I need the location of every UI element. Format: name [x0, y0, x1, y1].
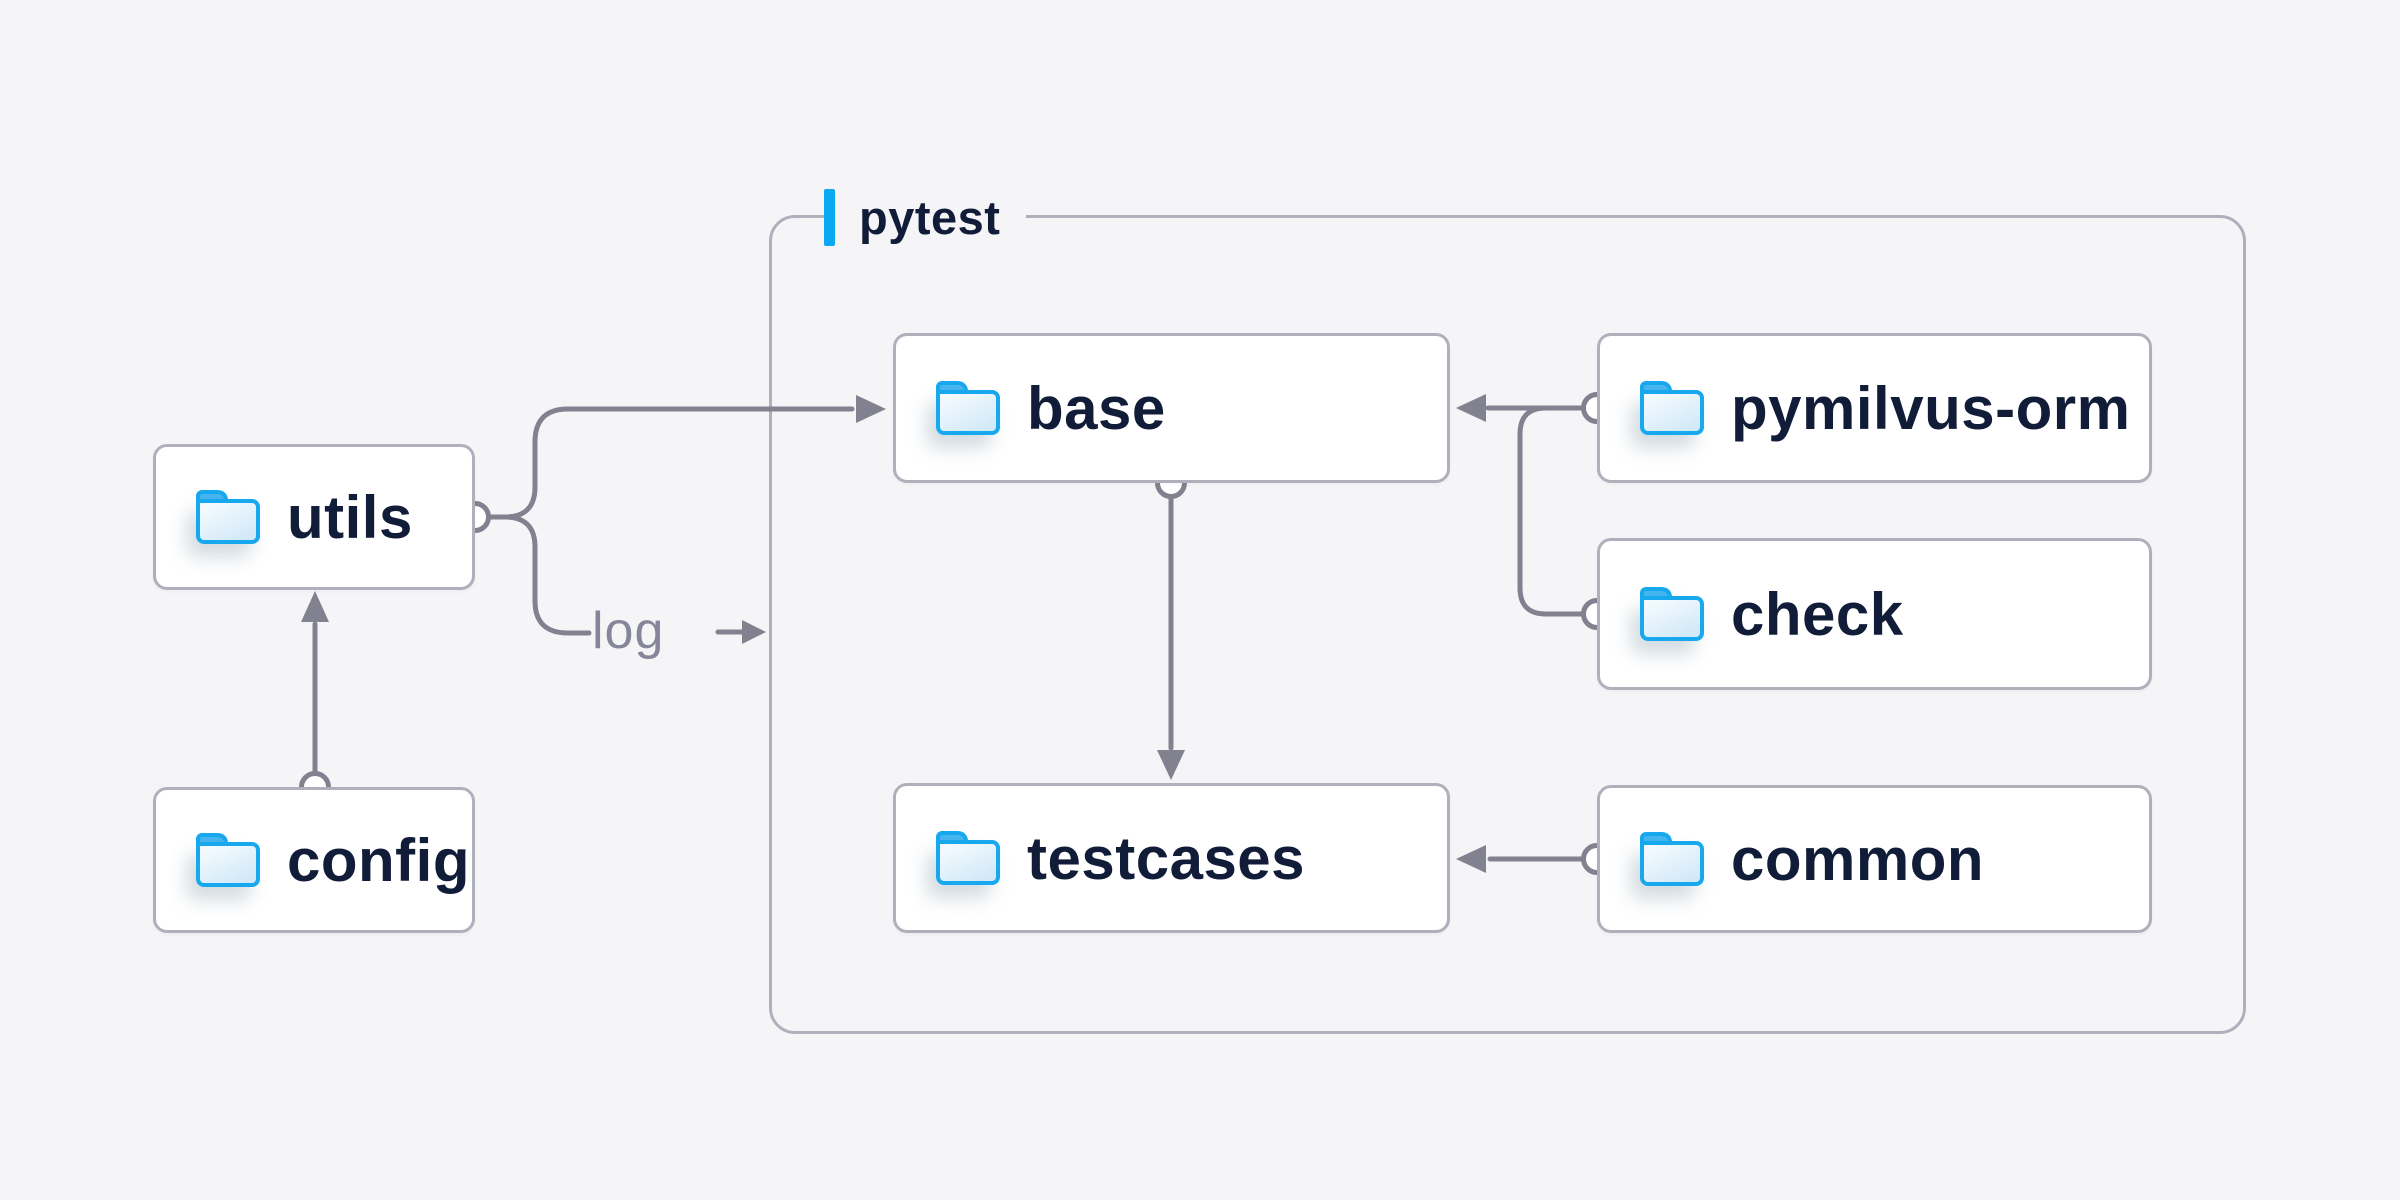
node-testcases[interactable]: testcases	[893, 783, 1450, 933]
node-check[interactable]: check	[1597, 538, 2152, 690]
edge-label-log: log	[592, 602, 665, 660]
node-utils[interactable]: utils	[153, 444, 475, 590]
folder-icon	[1640, 832, 1704, 886]
node-label: common	[1731, 825, 1985, 893]
node-label: check	[1731, 580, 1904, 648]
edge-config-utils-arrowhead	[301, 591, 329, 622]
folder-icon	[936, 831, 1000, 885]
folder-icon	[1640, 587, 1704, 641]
node-config[interactable]: config	[153, 787, 475, 933]
accent-bar	[824, 188, 835, 246]
node-label: base	[1027, 374, 1166, 442]
node-common[interactable]: common	[1597, 785, 2152, 933]
node-label: config	[287, 826, 470, 894]
group-title: pytest	[859, 190, 1001, 244]
folder-icon	[196, 490, 260, 544]
pytest-group-label: pytest	[824, 186, 1027, 248]
node-base[interactable]: base	[893, 333, 1450, 483]
node-label: pymilvus-orm	[1731, 374, 2131, 442]
edge-utils-log-line	[502, 514, 592, 636]
node-label: testcases	[1027, 824, 1306, 892]
edge-log-arrowhead	[742, 620, 766, 644]
node-label: utils	[287, 483, 413, 551]
folder-icon	[196, 833, 260, 887]
node-pymilvus-orm[interactable]: pymilvus-orm	[1597, 333, 2152, 483]
pytest-group-container	[769, 215, 2246, 1034]
folder-icon	[1640, 381, 1704, 435]
folder-icon	[936, 381, 1000, 435]
